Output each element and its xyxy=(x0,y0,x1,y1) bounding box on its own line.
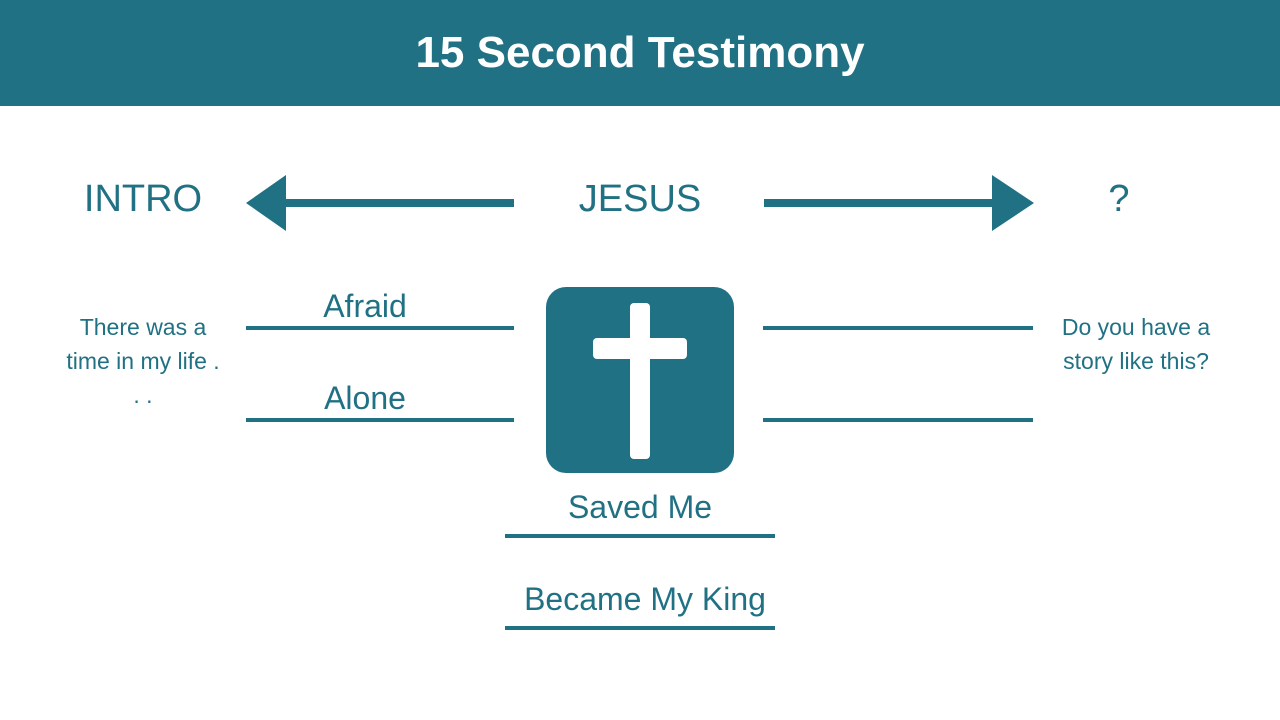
question-heading: ? xyxy=(1108,178,1130,220)
intro-blank-2-line xyxy=(246,418,514,422)
title-bar: 15 Second Testimony xyxy=(0,0,1280,106)
jesus-blank-2-line xyxy=(505,626,775,630)
intro-blank-2-text: Alone xyxy=(324,380,406,416)
question-blank-2-line xyxy=(763,418,1033,422)
intro-heading: INTRO xyxy=(83,178,203,220)
jesus-heading: JESUS xyxy=(578,178,702,220)
slide-title: 15 Second Testimony xyxy=(415,28,865,77)
jesus-blank-1-text: Saved Me xyxy=(567,489,713,525)
intro-prompt: There was a time in my life . . . xyxy=(66,314,220,408)
intro-blank-1-text: Afraid xyxy=(323,288,407,324)
intro-blank-1-line xyxy=(246,326,514,330)
question-blank-1-line xyxy=(763,326,1033,330)
cross-icon xyxy=(546,287,734,473)
jesus-blank-1-line xyxy=(505,534,775,538)
arrow-left-icon xyxy=(246,175,514,231)
question-prompt: Do you have a story like this? xyxy=(1061,314,1211,374)
jesus-blank-2-text: Became My King xyxy=(524,581,766,617)
arrow-right-icon xyxy=(764,175,1034,231)
